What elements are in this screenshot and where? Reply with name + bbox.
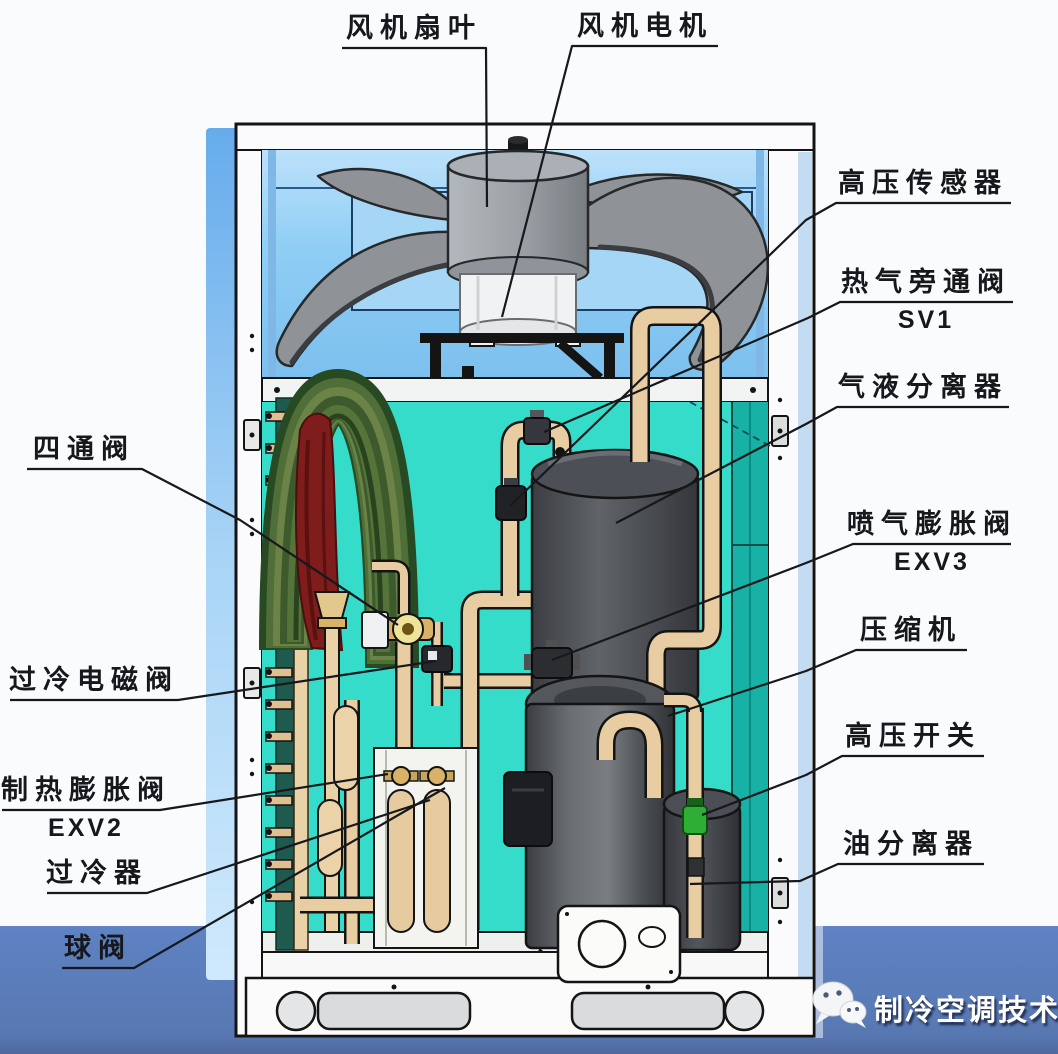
leader-compressor	[667, 648, 967, 718]
leader-fan-blade	[342, 46, 489, 208]
wechat-icon	[812, 981, 867, 1028]
label-hp-switch: 高压开关	[845, 721, 981, 751]
suction-loop-pipe	[630, 306, 722, 692]
leader-oil-separator	[689, 862, 984, 886]
subcooler-assembly	[373, 747, 479, 949]
discharge-pipe-fill	[599, 712, 661, 798]
leader-four-way-valve	[27, 467, 399, 626]
leader-fan-motor	[500, 44, 718, 318]
leader-subcooler	[47, 798, 431, 895]
hp-sensor-body	[495, 478, 527, 521]
compressor-front-plate	[556, 904, 682, 984]
receiver-capsules	[317, 705, 359, 877]
fan-hub	[446, 136, 590, 288]
label-hot-gas-bypass-sub: SV1	[897, 306, 955, 334]
sv1-valve-body	[523, 410, 551, 445]
label-heating-exv: 制热膨胀阀	[1, 775, 171, 805]
heat-exchanger-coil	[259, 368, 419, 669]
label-separator: 气液分离器	[838, 372, 1008, 402]
hp-switch-body	[682, 798, 708, 835]
base-panel	[244, 976, 816, 1038]
label-fan-motor: 风机电机	[577, 11, 713, 41]
label-evi-valve-sub: EXV3	[894, 548, 970, 576]
label-hot-gas-bypass: 热气旁通阀	[841, 267, 1011, 297]
label-ball-valve: 球阀	[64, 933, 132, 963]
leader-hot-gas-bypass	[543, 300, 1013, 434]
leader-lines	[2, 44, 1013, 970]
unit-ground-highlight	[814, 926, 823, 1038]
label-oil-separator: 油分离器	[843, 829, 979, 859]
cabinet-side-face	[206, 128, 238, 980]
label-compressor: 压缩机	[860, 615, 962, 645]
watermark-text: 制冷空调技术	[874, 995, 1058, 1027]
fan-blades	[275, 167, 769, 371]
label-subcool-solenoid: 过冷电磁阀	[9, 665, 179, 695]
four-way-valve-body	[361, 611, 435, 649]
leader-ball-valve	[62, 787, 446, 970]
leader-subcool-solenoid	[10, 659, 437, 702]
subcool-solenoid-body	[421, 645, 453, 673]
bottom-rail	[261, 951, 769, 979]
leader-separator	[615, 405, 1009, 524]
label-subcooler: 过冷器	[46, 858, 148, 888]
leader-hp-sensor	[509, 201, 1011, 507]
label-evi-valve: 喷气膨胀阀	[847, 509, 1017, 539]
label-fan-blade: 风机扇叶	[346, 13, 482, 43]
leader-evi-valve	[551, 542, 1011, 662]
leader-heating-exv	[2, 772, 389, 812]
leader-hp-switch	[701, 754, 984, 817]
label-four-way-valve: 四通阀	[33, 434, 135, 464]
label-heating-exv-sub: EXV2	[48, 814, 124, 842]
compressor-body	[503, 674, 676, 964]
label-hp-sensor: 高压传感器	[838, 168, 1008, 198]
